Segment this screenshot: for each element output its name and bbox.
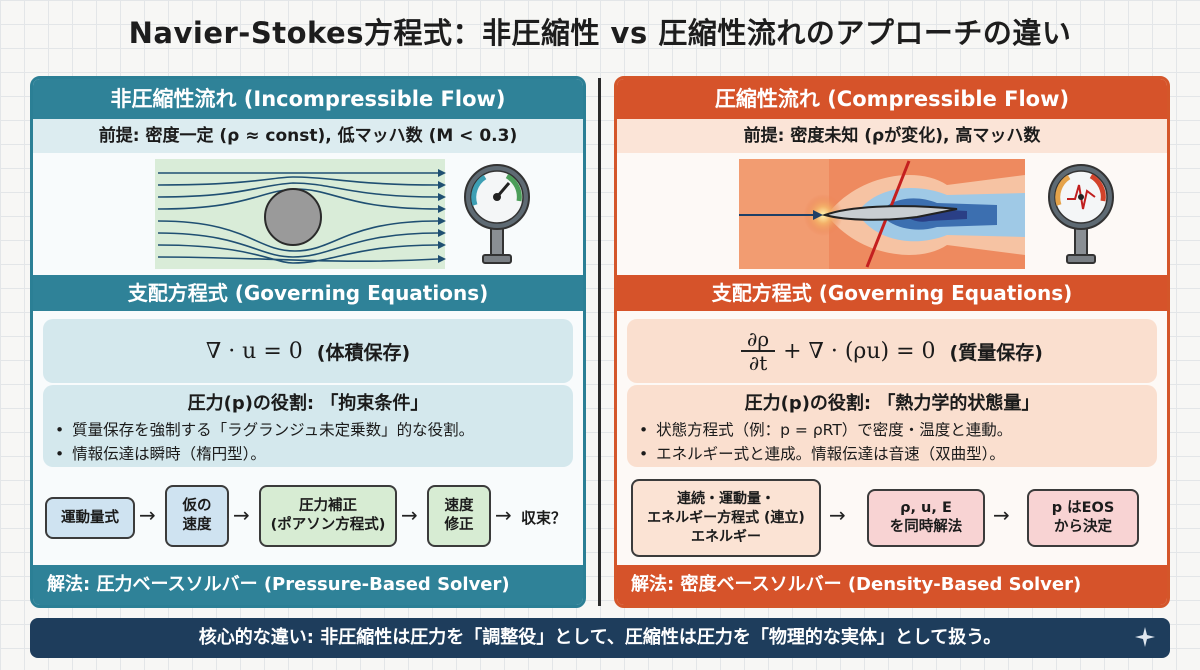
page-title: Navier-Stokes方程式：非圧縮性 vs 圧縮性流れのアプローチの違い xyxy=(128,16,1072,50)
pressure-role-title: 圧力(p)の役割: 「拘束条件」 xyxy=(187,393,429,414)
incompressible-header: 非圧縮性流れ (Incompressible Flow) xyxy=(33,79,583,119)
equation-fraction: ∂ρ ∂t xyxy=(741,327,776,375)
bullet-item: 状態方程式（例：p = ρRT）で密度・温度と連動。 xyxy=(639,418,1145,442)
arrow-right-icon: → xyxy=(401,503,418,527)
arrow-right-icon: → xyxy=(495,503,512,527)
bullet-item: 情報伝達は瞬時（楕円型）。 xyxy=(55,442,561,466)
flow-step-momentum: 運動量式 xyxy=(45,497,135,539)
fraction-numerator: ∂ρ xyxy=(747,327,770,351)
pressure-gauge-icon xyxy=(464,164,530,264)
equation-note: (体積保存) xyxy=(316,341,411,364)
pressure-role-incompressible: 圧力(p)の役割: 「拘束条件」 質量保存を強制する「ラグランジュ未定乗数」的な… xyxy=(43,385,573,467)
continuity-equation-compressible: ∂ρ ∂t + ∇ · (ρu) = 0 (質量保存) xyxy=(627,319,1157,383)
compressible-premise: 前提: 密度未知 (ρが変化), 高マッハ数 xyxy=(617,119,1167,153)
center-divider xyxy=(598,78,601,606)
compressible-header: 圧縮性流れ (Compressible Flow) xyxy=(617,79,1167,119)
key-difference-banner: 核心的な違い: 非圧縮性は圧力を「調整役」として、圧縮性は圧力を「物理的な実体」… xyxy=(30,618,1170,658)
incompressible-solver-footer: 解法: 圧力ベースソルバー (Pressure-Based Solver) xyxy=(33,565,583,605)
incompressible-panel: 非圧縮性流れ (Incompressible Flow) 前提: 密度一定 (ρ… xyxy=(30,76,586,608)
compressible-illustration xyxy=(617,155,1167,275)
flow-step-simultaneous-solve: ρ, u, E を同時解法 xyxy=(867,489,985,547)
arrow-right-icon: → xyxy=(993,503,1010,527)
airfoil-shock-illustration xyxy=(739,159,1025,269)
equation-divergence: + ∇ · (ρu) = 0 xyxy=(783,338,936,364)
arrow-right-icon: → xyxy=(139,503,156,527)
fraction-bar xyxy=(741,350,776,352)
flow-step-temp-velocity: 仮の 速度 xyxy=(165,485,229,547)
incompressible-premise: 前提: 密度一定 (ρ ≈ const), 低マッハ数 (M < 0.3) xyxy=(33,119,583,153)
continuity-equation-incompressible: ∇ · u = 0 (体積保存) xyxy=(43,319,573,383)
bullet-item: 質量保存を強制する「ラグランジュ未定乗数」的な役割。 xyxy=(55,418,561,442)
equation-divergence: ∇ · u = 0 xyxy=(205,338,303,364)
density-based-flowchart: 連続・運動量・ エネルギー方程式 (連立) エネルギー → ρ, u, E を同… xyxy=(617,471,1167,569)
flow-step-pressure-correction: 圧力補正 (ポアソン方程式) xyxy=(259,485,397,547)
flow-step-eos-pressure: p はEOS から決定 xyxy=(1027,489,1139,547)
compressible-governing-header: 支配方程式 (Governing Equations) xyxy=(617,275,1167,311)
cylinder-streamlines-illustration xyxy=(155,159,446,269)
bullet-item: エネルギー式と連成。情報伝達は音速（双曲型）。 xyxy=(639,442,1145,466)
compressible-solver-footer: 解法: 密度ベースソルバー (Density-Based Solver) xyxy=(617,565,1167,605)
pressure-based-flowchart: 運動量式 → 仮の 速度 → 圧力補正 (ポアソン方程式) → 速度 修正 → … xyxy=(33,471,583,569)
incompressible-illustration xyxy=(33,155,583,275)
incompressible-governing-header: 支配方程式 (Governing Equations) xyxy=(33,275,583,311)
key-difference-text: 核心的な違い: 非圧縮性は圧力を「調整役」として、圧縮性は圧力を「物理的な実体」… xyxy=(198,627,1002,648)
pressure-gauge-icon xyxy=(1048,164,1114,264)
sparkle-icon xyxy=(1135,627,1155,647)
pressure-role-title: 圧力(p)の役割: 「熱力学的状態量」 xyxy=(744,393,1040,414)
arrow-right-icon: → xyxy=(829,503,846,527)
pressure-role-compressible: 圧力(p)の役割: 「熱力学的状態量」 状態方程式（例：p = ρRT）で密度・… xyxy=(627,385,1157,467)
fraction-denominator: ∂t xyxy=(748,351,768,375)
flow-step-coupled-equations: 連続・運動量・ エネルギー方程式 (連立) エネルギー xyxy=(631,479,821,557)
compressible-panel: 圧縮性流れ (Compressible Flow) 前提: 密度未知 (ρが変化… xyxy=(614,76,1170,608)
equation-note: (質量保存) xyxy=(949,341,1043,364)
flow-step-velocity-correction: 速度 修正 xyxy=(427,485,491,547)
arrow-right-icon: → xyxy=(233,503,250,527)
flow-end-converge: 収束？ xyxy=(521,509,567,527)
